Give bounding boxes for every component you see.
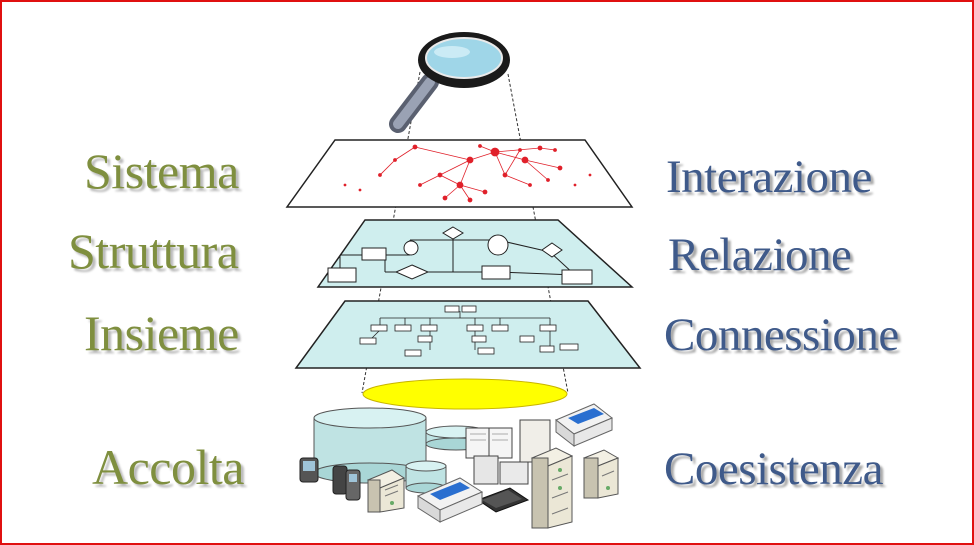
- printer-icon: [416, 477, 484, 523]
- label-relazione: Relazione: [668, 229, 852, 281]
- server-icon: [366, 469, 406, 513]
- label-connessione: Connessione: [664, 309, 899, 361]
- device-pile: [299, 403, 620, 529]
- label-coesistenza: Coesistenza: [664, 443, 884, 495]
- plane-struttura: [316, 219, 634, 288]
- plane-insieme: [294, 300, 642, 369]
- printer-icon: [555, 403, 613, 448]
- label-struttura: Struttura: [68, 223, 239, 279]
- label-sistema: Sistema: [84, 143, 239, 199]
- server-icon: [582, 449, 620, 499]
- laptop-icon: [476, 487, 530, 513]
- plane-sistema: [285, 139, 634, 208]
- label-accolta: Accolta: [92, 439, 244, 495]
- label-insieme: Insieme: [84, 305, 239, 361]
- org-chart: [359, 305, 579, 357]
- server-icon: [530, 447, 574, 529]
- mobile-device-icon: [299, 457, 361, 501]
- flow-diagram: [327, 226, 593, 285]
- focus-ellipse: [362, 378, 568, 410]
- label-interazione: Interazione: [666, 151, 872, 203]
- database-icon: [405, 460, 447, 494]
- magnifying-glass-icon: [389, 32, 510, 133]
- network-graph: [343, 144, 592, 203]
